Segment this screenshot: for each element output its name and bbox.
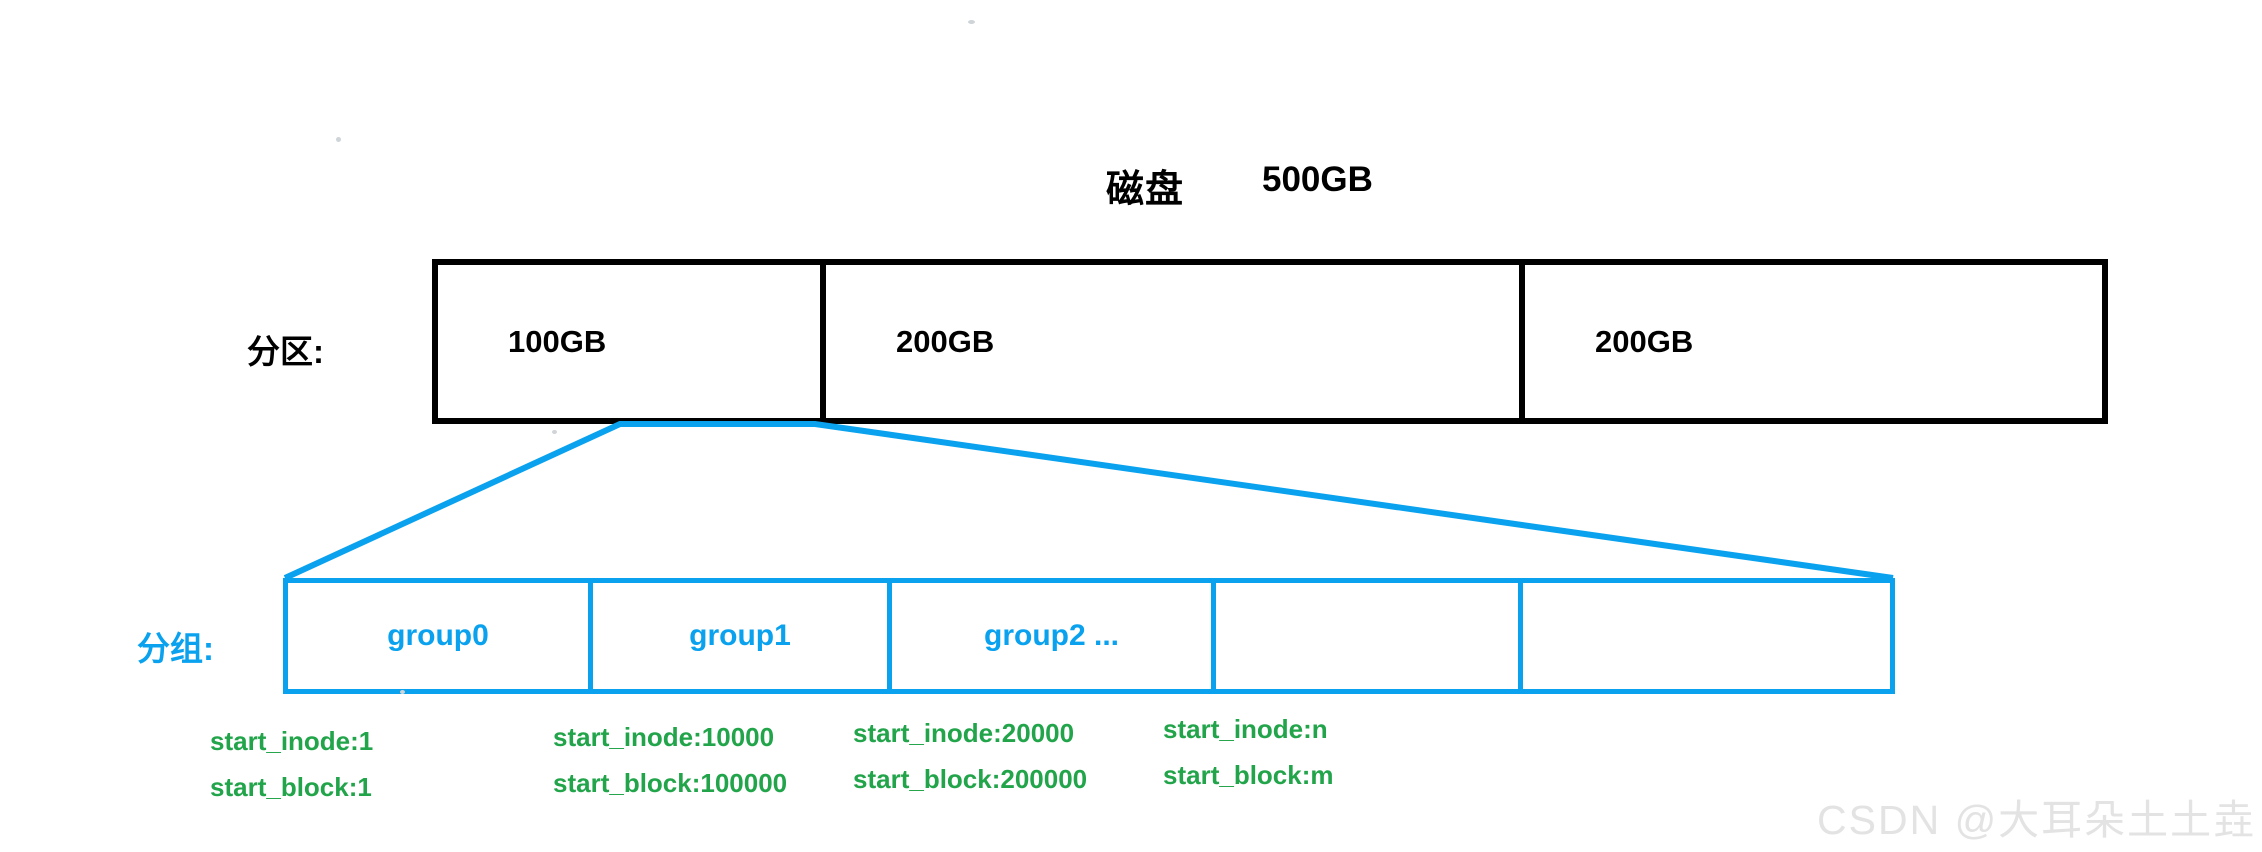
start-block-label: start_block:100000 <box>553 768 788 798</box>
start-inode-label: start_inode:20000 <box>853 718 1075 748</box>
group-annotation: start_inode:10000 start_block:100000 <box>553 714 787 806</box>
partition-row: 100GB 200GB 200GB <box>432 259 2108 424</box>
group-cell <box>1518 583 1890 689</box>
start-block-label: start_block:200000 <box>853 764 1088 794</box>
disk-size-label: 500GB <box>1262 160 1373 199</box>
start-block-label: start_block:1 <box>210 772 372 802</box>
group-annotation: start_inode:n start_block:m <box>1163 706 1334 798</box>
start-inode-label: start_inode:n <box>1163 714 1328 744</box>
group-cell: group1 <box>588 583 887 689</box>
artifact-speck <box>400 690 405 694</box>
group-cell-label: group0 <box>387 619 489 652</box>
start-inode-label: start_inode:1 <box>210 726 374 756</box>
disk-title: 磁盘 <box>1106 169 1185 211</box>
group-cell-label: group2 ... <box>984 619 1119 652</box>
partition-cell-label: 200GB <box>896 323 995 359</box>
partition-cell-label: 100GB <box>508 323 607 359</box>
partition-cell-label: 200GB <box>1595 323 1694 359</box>
start-block-label: start_block:m <box>1163 760 1334 790</box>
start-inode-label: start_inode:10000 <box>553 722 775 752</box>
group-cell: group0 <box>288 583 588 689</box>
group-cell: group2 ... <box>887 583 1211 689</box>
partition-cell: 200GB <box>1519 265 2102 418</box>
partition-cell: 200GB <box>820 265 1519 418</box>
group-cell-label: group1 <box>689 619 791 652</box>
artifact-speck <box>336 137 341 142</box>
group-cell <box>1211 583 1518 689</box>
csdn-watermark: CSDN @大耳朵土土垚 <box>1817 797 2257 843</box>
artifact-speck <box>552 430 557 434</box>
partition-row-label: 分区: <box>247 333 324 370</box>
group-annotation: start_inode:1 start_block:1 <box>210 718 373 810</box>
artifact-speck <box>968 20 975 24</box>
group-annotation: start_inode:20000 start_block:200000 <box>853 710 1087 802</box>
group-row: group0 group1 group2 ... <box>283 578 1895 694</box>
partition-cell: 100GB <box>438 265 820 418</box>
group-row-label: 分组: <box>137 630 214 667</box>
